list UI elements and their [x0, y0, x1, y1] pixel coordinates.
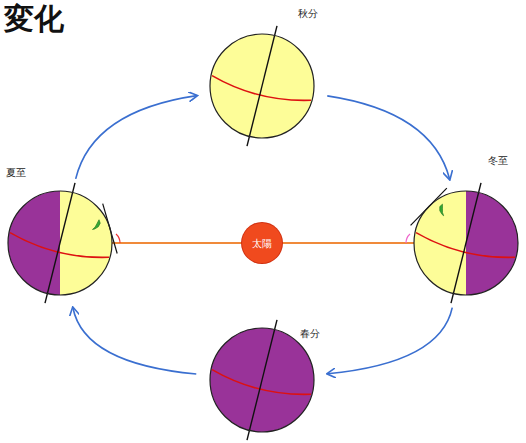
rotation-axis	[451, 183, 481, 303]
season-label: 夏至	[6, 167, 26, 178]
tilted-frame	[395, 169, 526, 316]
angle-arc	[116, 234, 120, 243]
globe-group	[395, 169, 526, 316]
rotation-axis	[45, 183, 75, 303]
globe-drawing	[210, 34, 314, 138]
season-label: 冬至	[488, 155, 508, 166]
orbit-arrow	[327, 96, 449, 179]
globe-group	[198, 14, 327, 159]
tilted-frame	[198, 308, 327, 443]
sunlight-line	[282, 242, 414, 244]
globe-drawing	[8, 191, 112, 295]
orbit-arrow	[328, 308, 453, 374]
globe-outline	[8, 191, 112, 295]
orbit-arrow	[73, 308, 196, 374]
earth-globe: 春分	[210, 328, 314, 432]
globe-group	[198, 308, 327, 443]
globe-outline	[414, 191, 518, 295]
earth-globe: 冬至	[414, 191, 518, 295]
globe-drawing	[210, 328, 314, 432]
rotation-axis	[247, 26, 277, 146]
globe-outline	[210, 34, 314, 138]
earth-globe: 秋分	[210, 34, 314, 138]
sun-label: 太陽	[252, 238, 272, 249]
night-half	[8, 191, 60, 295]
globe-outline	[210, 328, 314, 432]
tilted-frame	[0, 171, 131, 318]
season-label: 春分	[300, 328, 320, 339]
tilted-frame	[198, 14, 327, 159]
day-half	[466, 191, 518, 295]
sunlight-line	[112, 242, 242, 244]
japan-shape	[92, 219, 100, 231]
season-label: 秋分	[298, 8, 318, 19]
japan-shape	[438, 204, 446, 216]
sun-circle: 太陽	[242, 223, 282, 263]
night-half	[414, 191, 466, 295]
globe-group	[0, 171, 131, 318]
orbit-arrow	[76, 96, 197, 179]
globe-drawing	[414, 191, 518, 295]
rotation-axis	[247, 320, 277, 440]
earth-globe: 夏至	[8, 191, 112, 295]
angle-arc	[406, 234, 410, 243]
title: 変化	[4, 2, 64, 35]
